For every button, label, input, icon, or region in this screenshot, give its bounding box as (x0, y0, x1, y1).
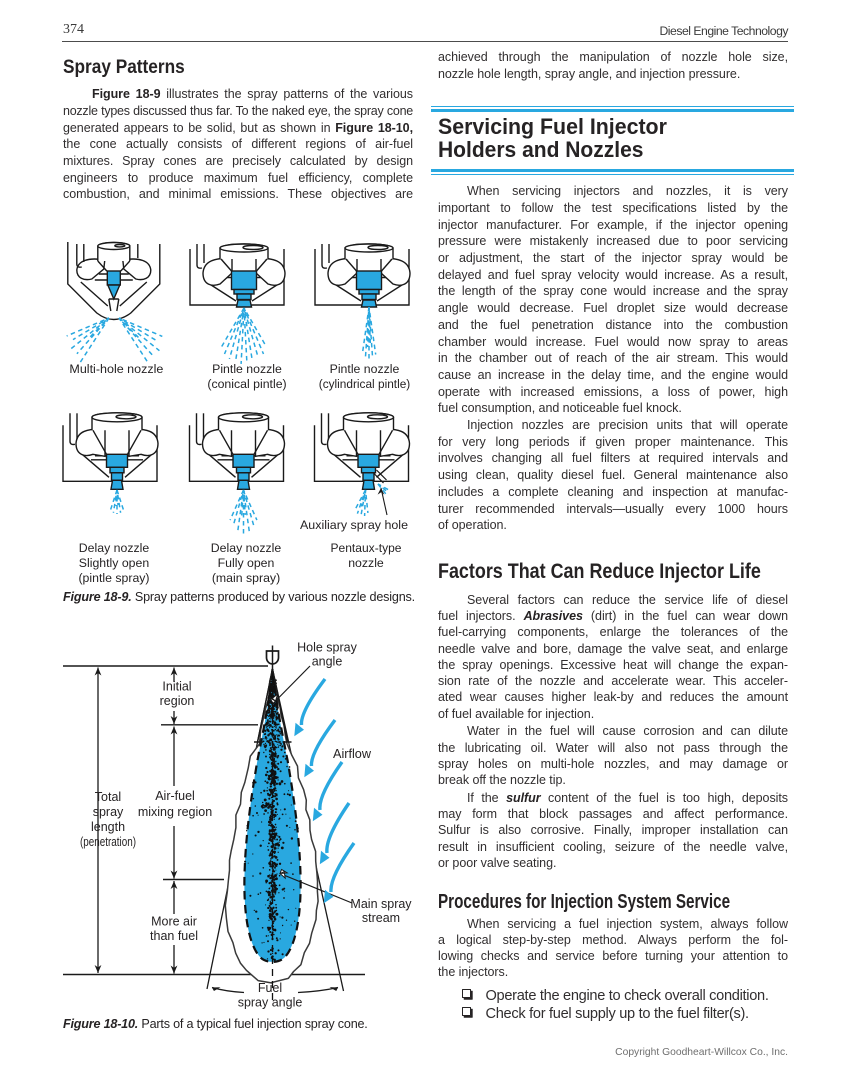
svg-text:length: length (91, 820, 125, 834)
svg-text:Auxiliary spray hole: Auxiliary spray hole (300, 518, 408, 532)
svg-text:spray: spray (93, 805, 124, 819)
svg-text:Fuel: Fuel (258, 981, 282, 995)
svg-text:Slightly open: Slightly open (79, 556, 150, 570)
svg-text:Hole spray: Hole spray (297, 641, 357, 655)
svg-text:(conical pintle): (conical pintle) (207, 377, 286, 391)
svg-text:Pentaux-type: Pentaux-type (331, 541, 402, 555)
svg-text:Total: Total (95, 790, 121, 804)
svg-text:angle: angle (312, 655, 343, 669)
svg-text:Pintle nozzle: Pintle nozzle (330, 362, 400, 376)
svg-text:mixing region: mixing region (138, 805, 212, 819)
svg-text:spray angle: spray angle (238, 996, 303, 1010)
svg-text:than fuel: than fuel (150, 929, 198, 943)
svg-text:region: region (160, 694, 195, 708)
svg-text:Delay nozzle: Delay nozzle (79, 541, 150, 555)
svg-text:nozzle: nozzle (348, 556, 384, 570)
svg-text:Airflow: Airflow (333, 747, 372, 761)
svg-text:Main spray: Main spray (350, 897, 412, 911)
svg-text:Fully open: Fully open (218, 556, 275, 570)
svg-text:(pintle spray): (pintle spray) (78, 571, 149, 585)
svg-text:Air-fuel: Air-fuel (155, 789, 195, 803)
svg-text:(penetration): (penetration) (80, 835, 136, 849)
svg-text:Multi-hole nozzle: Multi-hole nozzle (69, 362, 163, 376)
svg-text:More air: More air (151, 915, 197, 929)
svg-text:Initial: Initial (162, 680, 191, 694)
svg-text:Delay nozzle: Delay nozzle (211, 541, 282, 555)
svg-text:(main spray): (main spray) (212, 571, 280, 585)
svg-text:Pintle nozzle: Pintle nozzle (212, 362, 282, 376)
svg-text:(cylindrical pintle): (cylindrical pintle) (319, 377, 411, 391)
svg-text:stream: stream (362, 911, 400, 925)
